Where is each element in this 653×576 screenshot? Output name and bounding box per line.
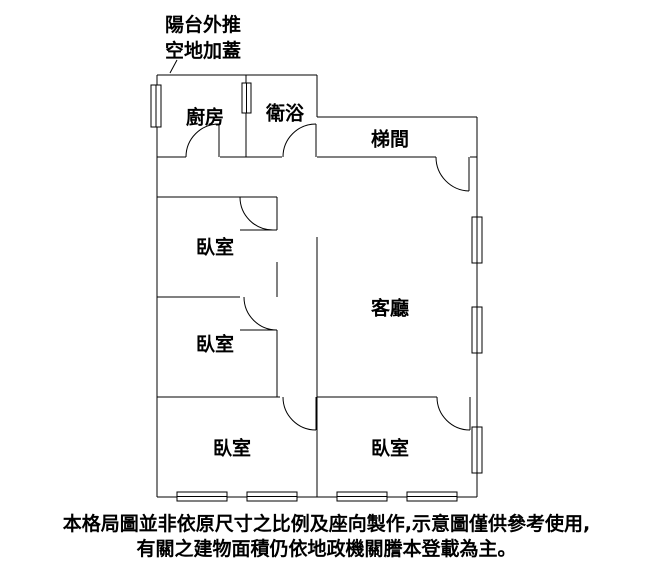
annotation-leader [169,59,178,74]
door-bath [282,123,317,158]
room-label-stair: 梯間 [370,128,410,151]
disclaimer-line1: 本格局圖並非依原尺寸之比例及座向製作,示意圖僅供參考使用, [62,513,591,535]
door-bedroom1 [239,196,277,231]
door-kitchen [185,123,220,158]
annotation-line2: 空地加蓋 [165,40,242,62]
room-label-bath: 衛浴 [265,102,305,125]
room-label-kitchen: 廚房 [185,106,225,129]
room-label-bedroom1: 臥室 [195,236,235,259]
room-label-bedroom2: 臥室 [195,333,235,356]
door-bedroom4 [436,396,471,431]
door-bedroom2 [240,296,278,331]
room-label-living: 客廳 [370,297,410,320]
room-label-bedroom3: 臥室 [212,437,252,460]
bedroom-partitions [157,196,280,398]
door-bedroom3 [282,396,317,431]
stair-walls [317,116,478,157]
room-label-bedroom4: 臥室 [370,437,410,460]
disclaimer-line2: 有關之建物面積仍依地政機關謄本登載為主。 [136,538,517,560]
door-stair [435,156,470,192]
annotation-line1: 陽台外推 [165,14,242,36]
